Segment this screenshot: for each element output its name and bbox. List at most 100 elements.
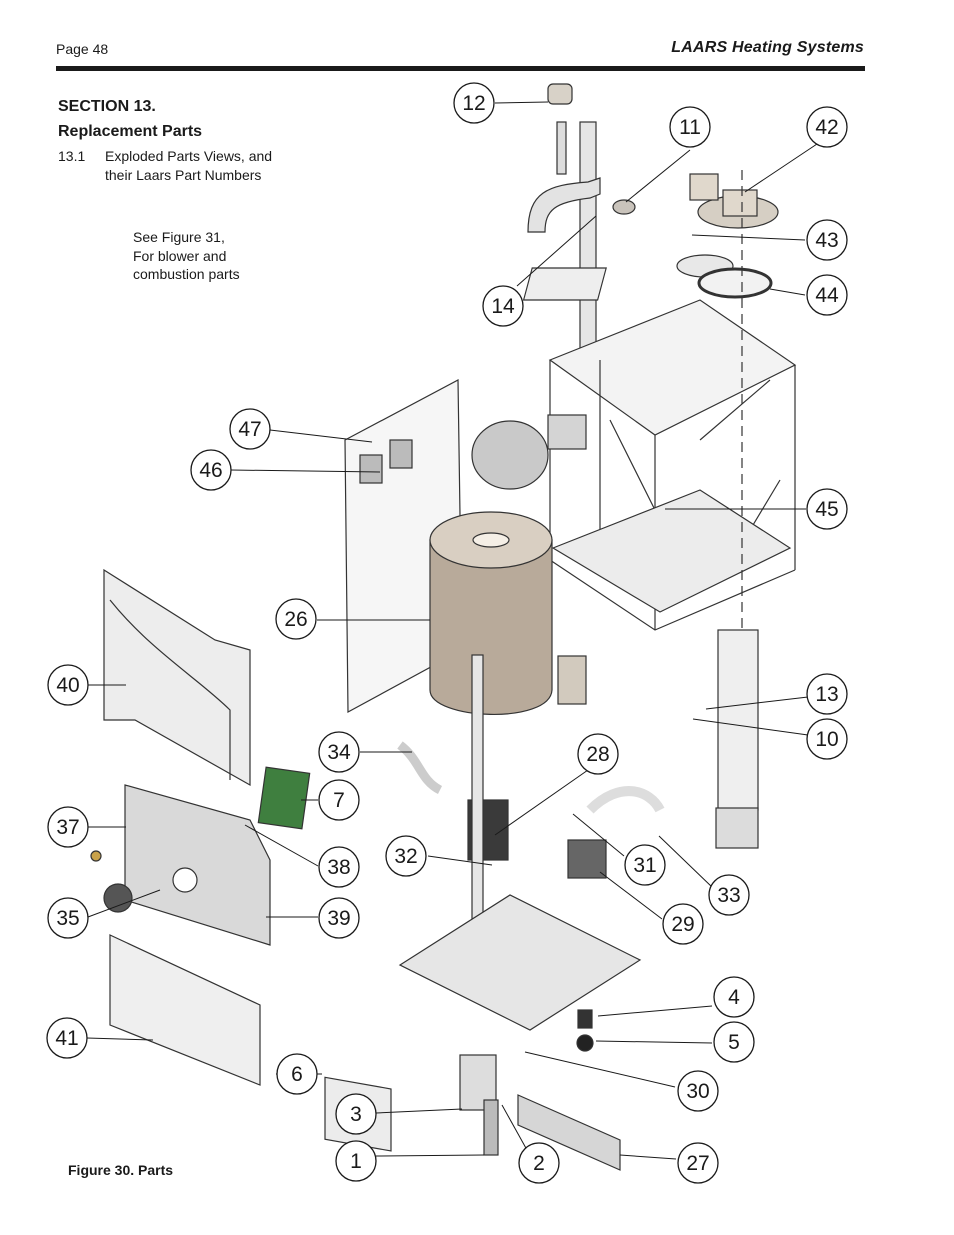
callout-13: 13 (806, 673, 848, 715)
callout-44: 44 (806, 274, 848, 316)
callout-label: 7 (333, 789, 345, 812)
vent-pipe (579, 121, 597, 363)
base-plate (398, 894, 642, 1031)
sensor-part (612, 199, 636, 215)
callout-circle (47, 664, 89, 706)
callout-label: 29 (671, 913, 694, 936)
blower-note: See Figure 31, For blower and combustion… (133, 228, 283, 284)
callout-4: 4 (713, 976, 755, 1018)
callout-label: 4 (728, 986, 740, 1009)
callout-37: 37 (47, 806, 89, 848)
blower-note-line3: combustion parts (133, 266, 240, 282)
callout-47: 47 (229, 408, 271, 450)
callout-label: 47 (238, 418, 261, 441)
callout-14: 14 (482, 285, 524, 327)
callout-circle (318, 897, 360, 939)
subsection-title-line1: Exploded Parts Views, and (105, 148, 273, 164)
callout-5: 5 (713, 1021, 755, 1063)
callout-circle (713, 976, 755, 1018)
section-title-line2: Replacement Parts (58, 123, 203, 140)
flue-pipe (471, 654, 484, 951)
callout-circle (806, 718, 848, 760)
cap-part (547, 83, 573, 105)
callout-circle (577, 733, 619, 775)
part-illustrations (90, 83, 797, 1171)
callout-circle (385, 835, 427, 877)
callout-label: 28 (586, 743, 609, 766)
callout-label: 30 (686, 1080, 709, 1103)
callout-label: 14 (491, 295, 515, 318)
callout-label: 34 (327, 741, 351, 764)
control-panel (124, 784, 271, 946)
callout-circle (677, 1070, 719, 1112)
callout-46: 46 (190, 449, 232, 491)
callout-38: 38 (318, 846, 360, 888)
callout-label: 42 (815, 116, 838, 139)
callout-label: 40 (56, 674, 79, 697)
subsection-title: Exploded Parts Views, and their Laars Pa… (105, 147, 325, 185)
elbow-part (527, 177, 601, 233)
callout-label: 38 (327, 856, 350, 879)
subsection-number: 13.1 (58, 148, 86, 164)
callout-12: 12 (453, 82, 495, 124)
callout-31: 31 (624, 844, 666, 886)
blower-note-line1: See Figure 31, (133, 229, 225, 245)
callout-40: 40 (47, 664, 89, 706)
callout-label: 6 (291, 1063, 303, 1086)
valve-motor (567, 839, 607, 879)
callout-28: 28 (577, 733, 619, 775)
callout-label: 26 (284, 608, 307, 631)
callout-41: 41 (46, 1017, 88, 1059)
callout-circle (276, 1053, 318, 1095)
callout-circle (624, 844, 666, 886)
callout-label: 10 (815, 728, 838, 751)
callout-label: 11 (679, 116, 701, 139)
blower-part (471, 420, 549, 490)
callout-11: 11 (669, 106, 711, 148)
callout-35: 35 (47, 897, 89, 939)
callout-circle (806, 106, 848, 148)
callout-circle (806, 219, 848, 261)
callout-label: 2 (533, 1152, 545, 1175)
callout-circle (335, 1140, 377, 1182)
header-rule (56, 66, 865, 71)
callout-label: 3 (350, 1103, 362, 1126)
callout-circle (190, 449, 232, 491)
callout-circle (318, 731, 360, 773)
callout-3: 3 (335, 1093, 377, 1135)
callout-label: 27 (686, 1152, 709, 1175)
tank-body (429, 539, 553, 715)
subsection-title-line2: their Laars Part Numbers (105, 167, 262, 183)
figure-caption: Figure 30. Parts (68, 1162, 174, 1178)
callout-circle (669, 106, 711, 148)
callout-43: 43 (806, 219, 848, 261)
callout-label: 31 (633, 854, 656, 877)
callout-label: 39 (327, 907, 350, 930)
callout-2: 2 (518, 1142, 560, 1184)
callout-label: 45 (815, 498, 838, 521)
callout-10: 10 (806, 718, 848, 760)
callout-33: 33 (708, 874, 750, 916)
page-number: Page 48 (56, 41, 109, 57)
callout-circle (46, 1017, 88, 1059)
callout-30: 30 (677, 1070, 719, 1112)
callout-45: 45 (806, 488, 848, 530)
callout-circle (708, 874, 750, 916)
callout-39: 39 (318, 897, 360, 939)
brand-header: LAARS Heating Systems (671, 39, 864, 56)
callout-29: 29 (662, 903, 704, 945)
callout-32: 32 (385, 835, 427, 877)
callout-label: 5 (728, 1031, 740, 1054)
callout-circle (275, 598, 317, 640)
callout-circle (806, 274, 848, 316)
callout-circle (335, 1093, 377, 1135)
plate-part (522, 267, 607, 301)
callout-label: 13 (815, 683, 838, 706)
section-title: SECTION 13. Replacement Parts (58, 94, 202, 144)
section-title-line1: SECTION 13. (58, 98, 156, 115)
callout-circle (713, 1021, 755, 1063)
callout-circle (229, 408, 271, 450)
callout-label: 12 (462, 92, 485, 115)
